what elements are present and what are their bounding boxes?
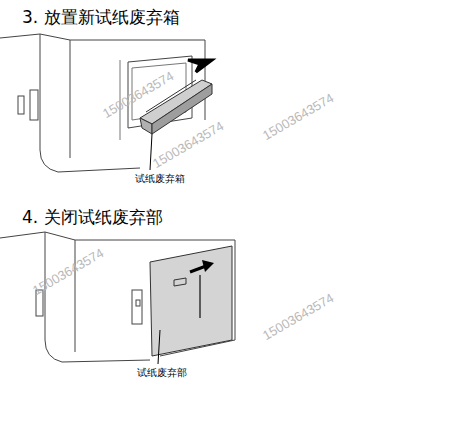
step-heading: 3. 放置新试纸废弃箱 [22, 6, 180, 29]
watermark: 15003643574 [30, 245, 106, 298]
close-arrow-head [202, 260, 214, 272]
leader-line [150, 134, 152, 170]
side-latch [18, 96, 24, 114]
waste-door [150, 246, 232, 356]
side-latch [30, 90, 38, 120]
leader-line [158, 330, 160, 364]
waste-box-end [140, 118, 152, 134]
insert-arrow [188, 60, 212, 72]
watermark: 15003643574 [260, 290, 336, 343]
door-slot [199, 275, 201, 318]
printer-edge [40, 34, 70, 158]
part-name: 试纸废弃箱 [134, 172, 186, 186]
watermark: 15003643574 [260, 90, 336, 143]
printer-edge [45, 232, 75, 352]
close-arrow [190, 266, 206, 272]
latch-hole [136, 300, 140, 306]
step-heading: 4. 关闭试纸废弃部 [22, 206, 163, 229]
part-name: 试纸废弃部 [136, 366, 188, 380]
door-tab [174, 278, 186, 286]
printer-body [0, 232, 150, 362]
printer-bottom [0, 232, 235, 362]
side-latch [132, 290, 142, 324]
